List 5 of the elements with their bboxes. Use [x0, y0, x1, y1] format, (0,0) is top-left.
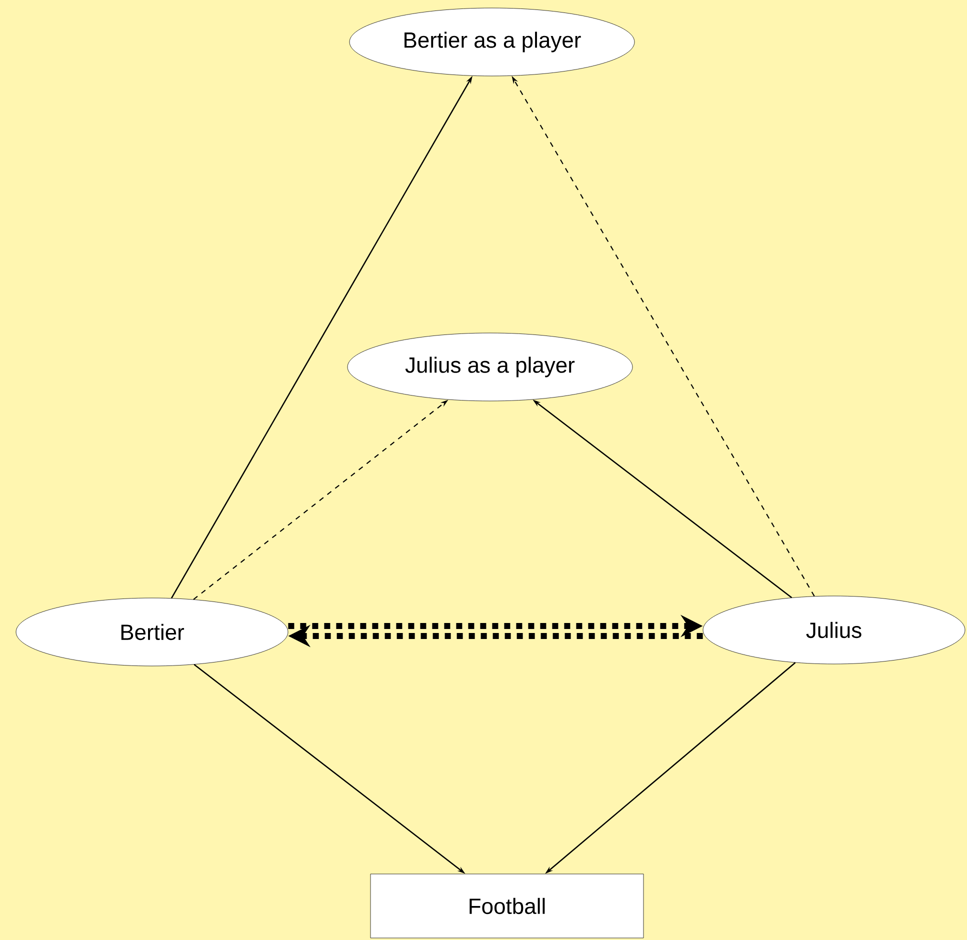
ellipse-node: Bertier [16, 598, 288, 666]
process-box: Football [370, 874, 644, 938]
ellipse-node: Julius as a player [347, 332, 633, 402]
ellipse-node: Bertier as a player [349, 8, 635, 76]
ellipse-node: Julius [702, 596, 966, 664]
